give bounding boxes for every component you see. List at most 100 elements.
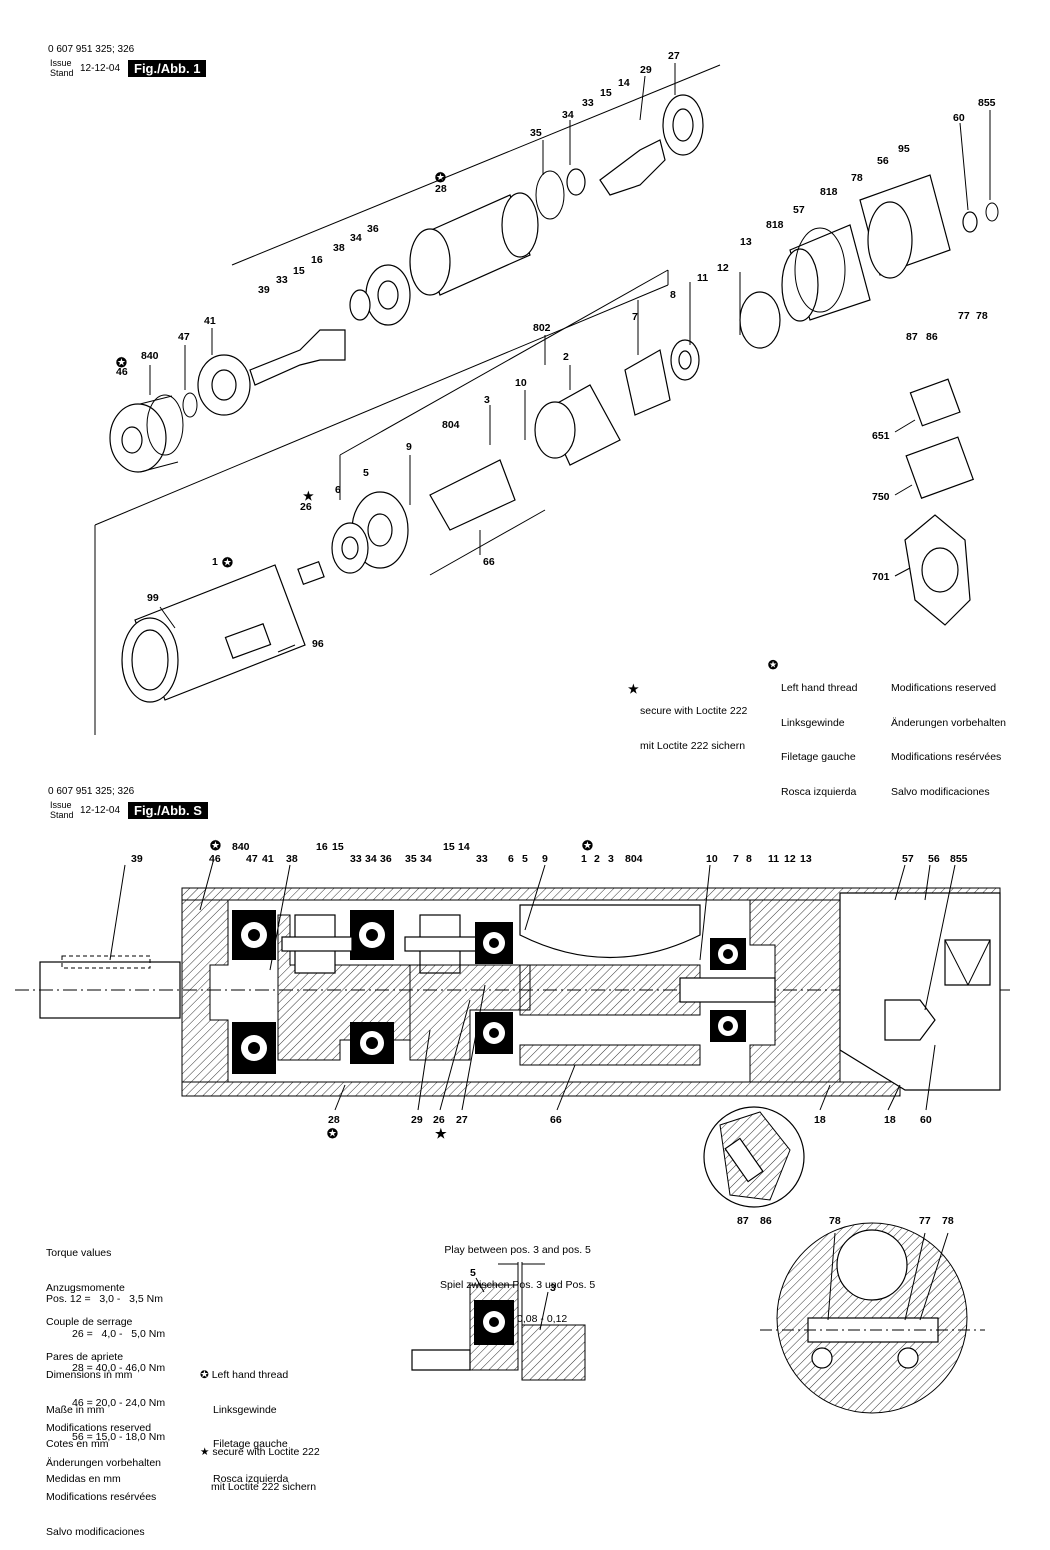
callout: 56 bbox=[928, 853, 940, 865]
callout: 15 bbox=[332, 841, 344, 853]
callout: 77 bbox=[919, 1215, 931, 1227]
callout: 38 bbox=[333, 242, 345, 254]
torque-line: 28 = 40,0 - 46,0 Nm bbox=[72, 1362, 166, 1374]
callout: 16 bbox=[311, 254, 323, 266]
callout: 14 bbox=[458, 841, 470, 853]
callout: 5 bbox=[470, 1267, 476, 1279]
callout: 41 bbox=[262, 853, 274, 865]
callout: 13 bbox=[800, 853, 812, 865]
callout: 651 bbox=[872, 430, 890, 442]
callout: 855 bbox=[978, 97, 996, 109]
left-thread-icon: ✪ bbox=[200, 1369, 212, 1381]
left-thread-icon: ✪ bbox=[582, 838, 593, 853]
callout: 39 bbox=[258, 284, 270, 296]
note-line: Maße in mm bbox=[46, 1403, 105, 1416]
note-line: Anzugsmomente bbox=[46, 1281, 125, 1294]
callout: 840 bbox=[141, 350, 159, 362]
left-thread-icon: ✪ bbox=[222, 555, 233, 570]
callout: 1 bbox=[581, 853, 587, 865]
callout: 5 bbox=[522, 853, 528, 865]
note-line: Änderungen vorbehalten bbox=[46, 1456, 162, 1469]
callout: 66 bbox=[550, 1114, 562, 1126]
callout: 2 bbox=[563, 351, 569, 363]
callout: 15 bbox=[600, 87, 612, 99]
note-line: Medidas en mm bbox=[46, 1472, 121, 1485]
callout: 5 bbox=[363, 467, 369, 479]
modifications-bottom: Modifications reserved Änderungen vorbeh… bbox=[46, 1400, 161, 1550]
callout: 7 bbox=[733, 853, 739, 865]
callout: 27 bbox=[668, 50, 680, 62]
callout: 96 bbox=[312, 638, 324, 650]
callout: 2 bbox=[594, 853, 600, 865]
doc-number-top: 0 607 951 325; 326 bbox=[48, 44, 135, 55]
callout: 60 bbox=[953, 112, 965, 124]
callout: 1 bbox=[212, 556, 218, 568]
exploded-view bbox=[94, 64, 999, 735]
note-line: Dimensions in mm bbox=[46, 1369, 133, 1381]
part-1-housing bbox=[121, 564, 306, 703]
note-line: Torque values bbox=[46, 1247, 112, 1259]
date-top: 12-12-04 bbox=[80, 63, 121, 74]
callout: 34 bbox=[350, 232, 362, 244]
callout: 14 bbox=[618, 77, 630, 89]
left-thread-icon: ✪ bbox=[435, 170, 446, 185]
fig-label-bottom: Fig./Abb. S bbox=[128, 802, 208, 819]
detail-view-77-78 bbox=[760, 1222, 985, 1414]
callout: 29 bbox=[411, 1114, 423, 1126]
top-leaders bbox=[149, 63, 991, 653]
callout: 26 bbox=[300, 501, 312, 513]
callout: 38 bbox=[286, 853, 298, 865]
callout: 95 bbox=[898, 143, 910, 155]
stand-text: Stand bbox=[50, 68, 74, 78]
note-line: Play between pos. 3 and pos. 5 bbox=[444, 1244, 591, 1256]
fig-label-top: Fig./Abb. 1 bbox=[128, 60, 207, 77]
note-line: Linksgewinde bbox=[781, 716, 845, 729]
callout: 78 bbox=[829, 1215, 841, 1227]
note-line: Modifications resérvées bbox=[46, 1491, 157, 1503]
issue-text: Issue bbox=[50, 800, 72, 810]
callout: 34 bbox=[562, 109, 574, 121]
callout: 28 bbox=[435, 183, 447, 195]
callout: 29 bbox=[640, 64, 652, 76]
callout: 47 bbox=[178, 331, 190, 343]
callout: 15 bbox=[443, 841, 455, 853]
torque-values: Pos. 12 = 3,0 - 3,5 Nm 26 = 4,0 - 5,0 Nm… bbox=[46, 1271, 165, 1455]
note-text: secure with Loctite 222 bbox=[212, 1446, 320, 1458]
callout: 802 bbox=[533, 322, 551, 334]
left-thread-icon: ✪ bbox=[327, 1126, 338, 1141]
callout: 33 bbox=[476, 853, 488, 865]
callout: 26 bbox=[433, 1114, 445, 1126]
note-line: Salvo modificaciones bbox=[46, 1525, 145, 1538]
callout: 18 bbox=[884, 1114, 896, 1126]
callout: 57 bbox=[793, 204, 805, 216]
note-line: secure with Loctite 222 bbox=[640, 705, 748, 717]
callout: 28 bbox=[328, 1114, 340, 1126]
callout: 818 bbox=[766, 219, 784, 231]
callout: 818 bbox=[820, 186, 838, 198]
callout: 3 bbox=[608, 853, 614, 865]
dimensions-note: Dimensions in mm Maße in mm Cotes en mm … bbox=[46, 1347, 132, 1497]
callout: 12 bbox=[717, 262, 729, 274]
callout: 47 bbox=[246, 853, 258, 865]
note-line: Left hand thread bbox=[781, 682, 858, 694]
star-icon: ★ bbox=[200, 1446, 213, 1458]
callout: 3 bbox=[484, 394, 490, 406]
callout: 60 bbox=[920, 1114, 932, 1126]
note-line: Couple de serrage bbox=[46, 1316, 133, 1328]
section-leaders bbox=[109, 861, 956, 1111]
play-detail bbox=[411, 1262, 586, 1381]
callout: 11 bbox=[768, 853, 780, 865]
callout: 15 bbox=[293, 265, 305, 277]
torque-line: 26 = 4,0 - 5,0 Nm bbox=[72, 1327, 166, 1340]
note-line: = 0,08 - 0,12 bbox=[508, 1313, 568, 1325]
left-thread-icon: ✪ bbox=[210, 838, 221, 853]
date-bottom: 12-12-04 bbox=[80, 805, 121, 816]
callout: 10 bbox=[515, 377, 527, 389]
callout: 57 bbox=[902, 853, 914, 865]
callout: 27 bbox=[456, 1114, 468, 1126]
callout: 87 bbox=[906, 331, 918, 343]
loctite-bottom: ★ secure with Loctite 222 mit Loctite 22… bbox=[200, 1424, 320, 1505]
section-view bbox=[15, 887, 1010, 1097]
note-line: mit Loctite 222 sichern bbox=[211, 1480, 317, 1493]
callout: 36 bbox=[367, 223, 379, 235]
